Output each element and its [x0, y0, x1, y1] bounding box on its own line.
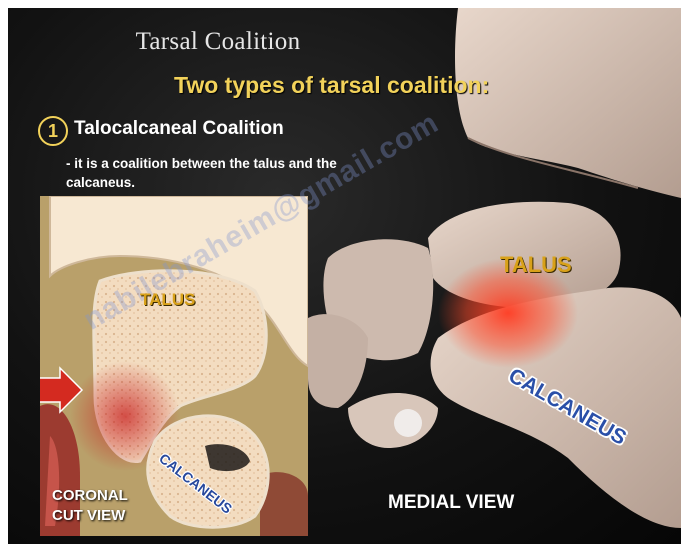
item-number-badge: 1 [38, 116, 68, 146]
coronal-view-illustration [40, 196, 308, 536]
slide-title: Tarsal Coalition [8, 28, 428, 56]
item-description: - it is a coalition between the talus an… [66, 154, 366, 192]
coronal-caption-line1: CORONAL [52, 486, 128, 506]
slide-subtitle: Two types of tarsal coalition: [174, 72, 489, 99]
coronal-caption-line2: CUT VIEW [52, 506, 128, 526]
medial-talus-label: TALUS [500, 252, 572, 278]
slide: nabilebraheim@gmail.com Tarsal Coalition… [8, 8, 681, 544]
coronal-view-caption: CORONAL CUT VIEW [52, 486, 128, 526]
medial-view-caption: MEDIAL VIEW [388, 492, 514, 514]
item-heading: Talocalcaneal Coalition [74, 118, 284, 140]
coronal-talus-label: TALUS [140, 290, 195, 310]
